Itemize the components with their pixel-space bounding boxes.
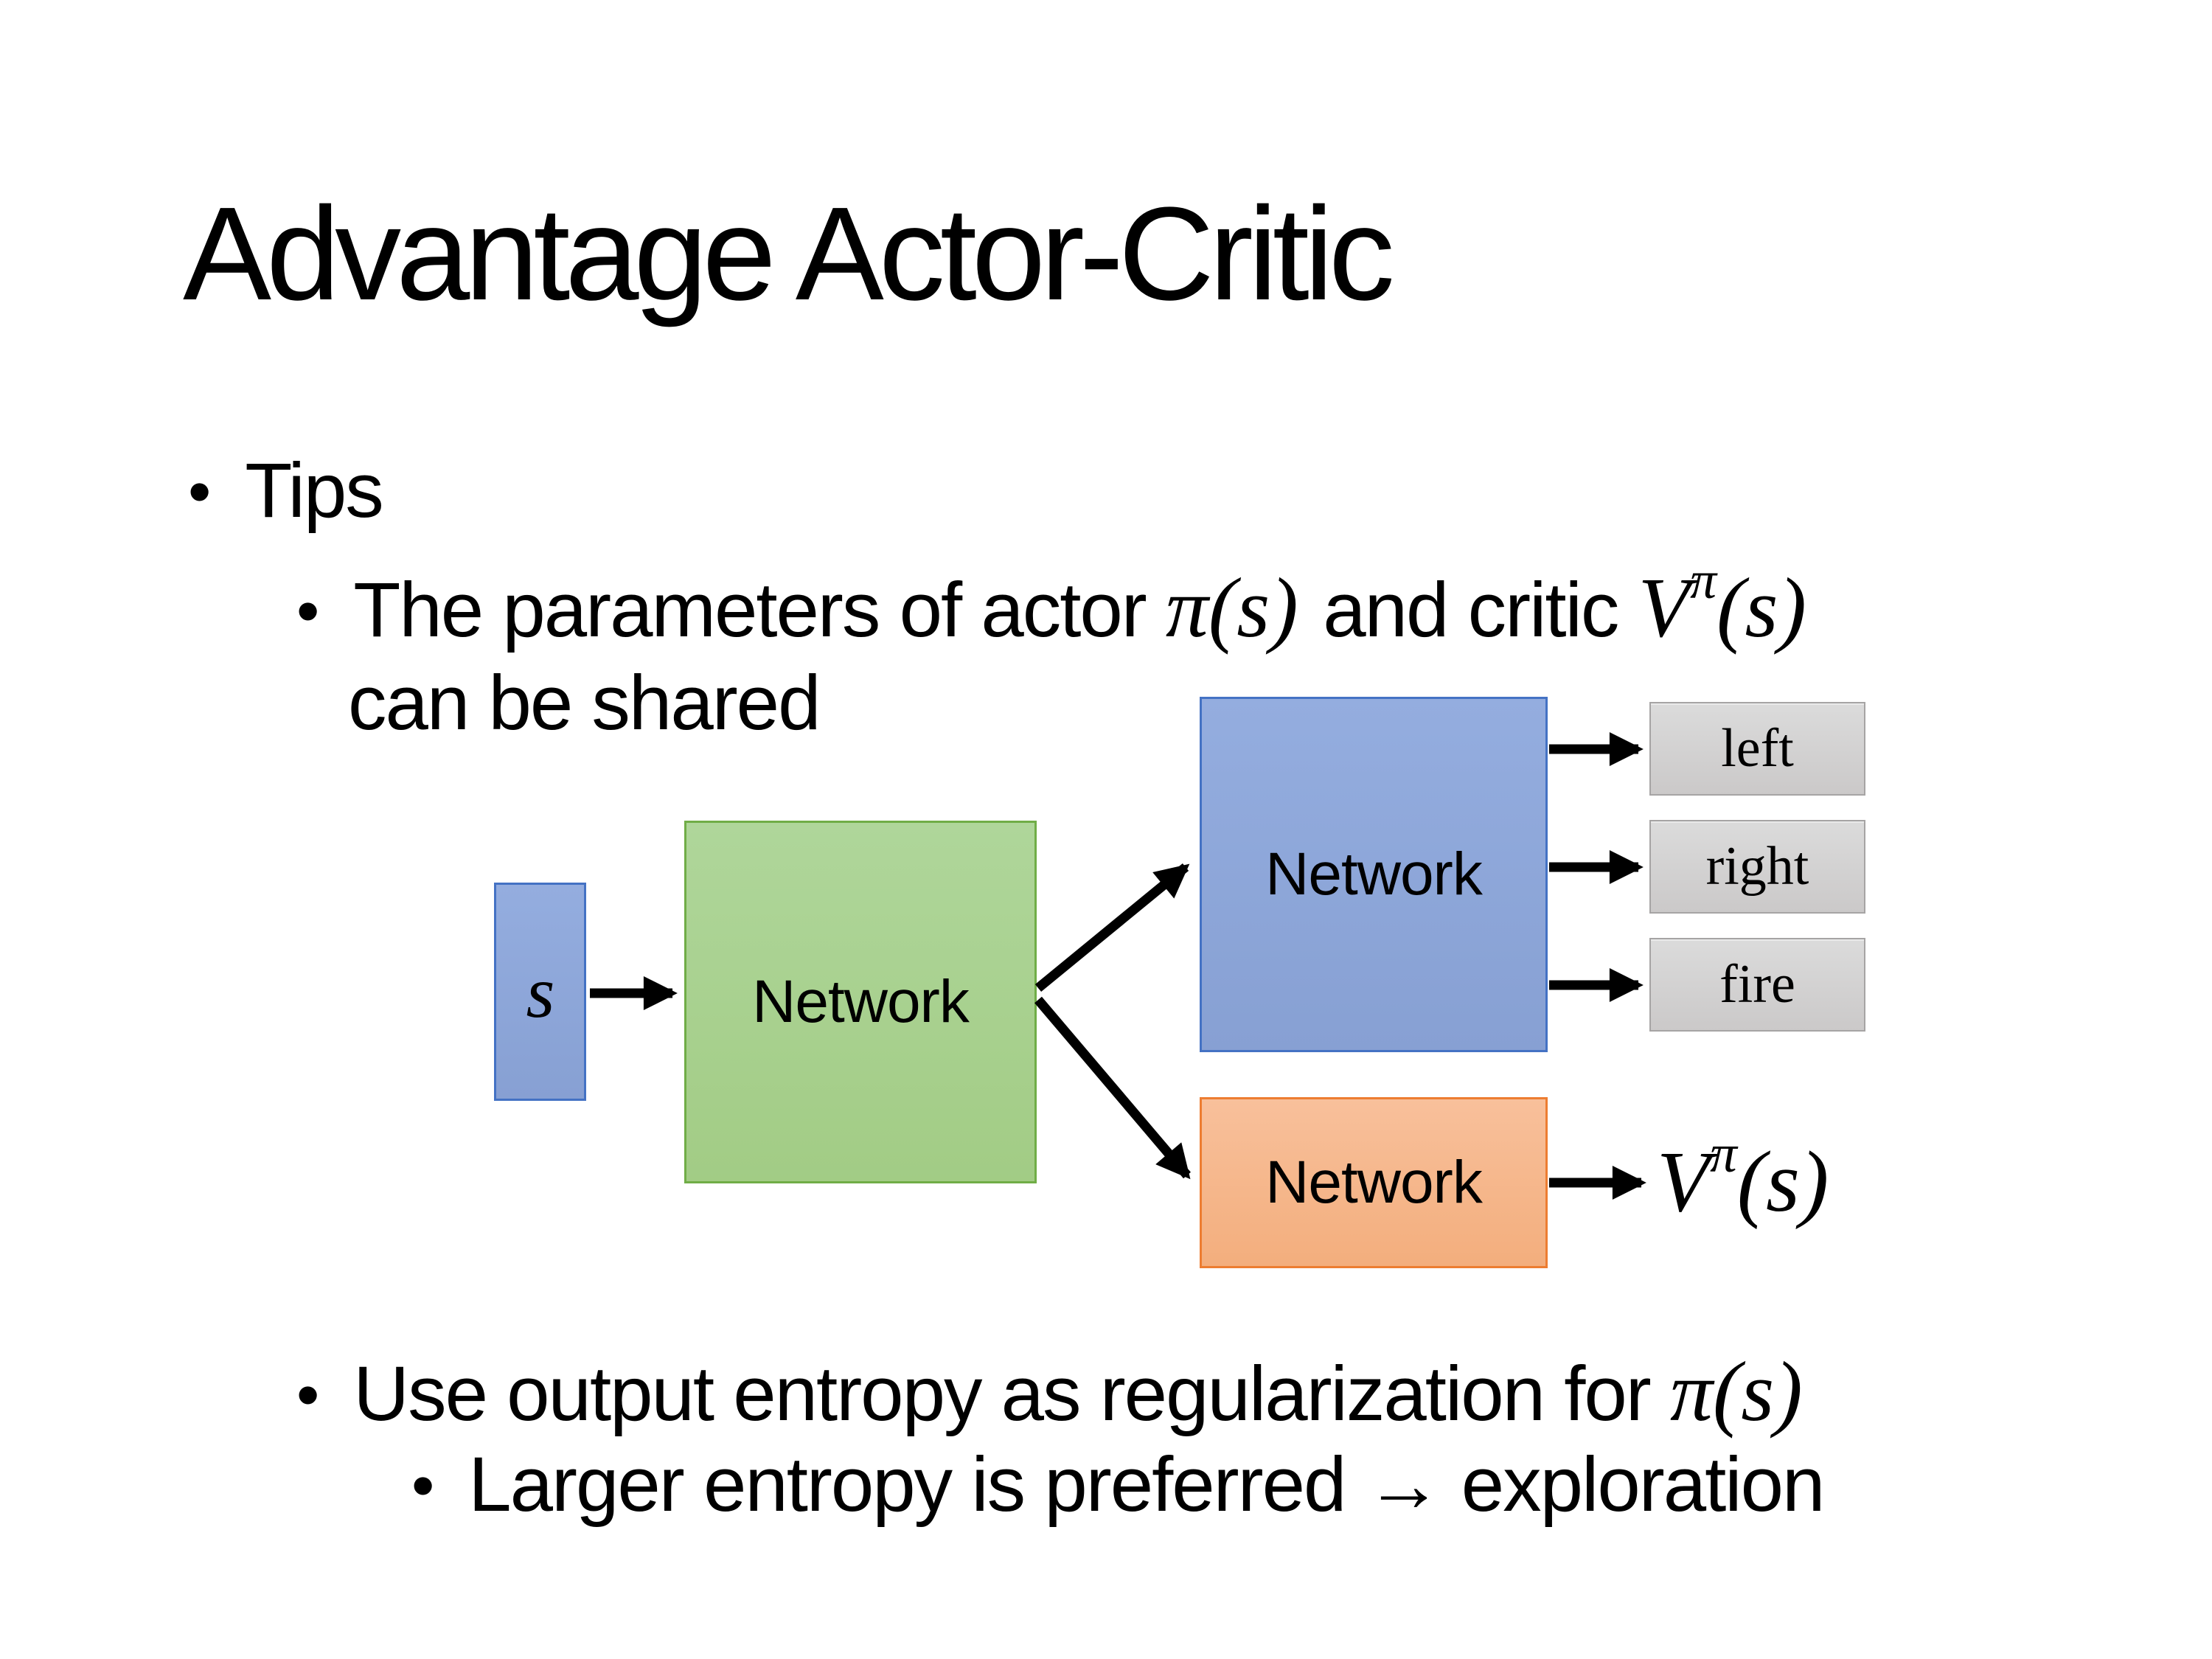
action-left-label: left	[1721, 718, 1794, 779]
action-right-label: right	[1705, 836, 1809, 897]
bullet-icon: •	[296, 1357, 320, 1432]
tips-line: • Tips	[188, 442, 384, 539]
critic-value-math: Vπ(s)	[1638, 554, 1806, 655]
parameters-text-pre: The parameters of actor	[353, 567, 1166, 653]
actor-network-box: Network	[1200, 697, 1548, 1052]
exploration-line: • Larger entropy is preferred → explorat…	[411, 1436, 1825, 1533]
critic-network-box: Network	[1200, 1097, 1548, 1268]
entropy-policy-math: π(s)	[1669, 1344, 1803, 1439]
state-label: s	[526, 950, 555, 1033]
bullet-icon: •	[411, 1448, 435, 1523]
action-fire-box: fire	[1649, 938, 1865, 1032]
parameters-text-line2: can be shared	[348, 660, 821, 746]
page-title: Advantage Actor-Critic	[183, 180, 1395, 328]
shared-network-label: Network	[752, 968, 970, 1035]
parameters-text-mid: and critic	[1323, 567, 1638, 653]
parameters-line-2: can be shared	[348, 655, 821, 751]
action-left-box: left	[1649, 702, 1865, 796]
arrow-shared-to-critic	[1034, 996, 1191, 1180]
value-sup: π	[1710, 1123, 1737, 1183]
exploration-text: Larger entropy is preferred → exploratio…	[468, 1441, 1825, 1528]
bullet-icon: •	[188, 454, 212, 529]
value-args: (s)	[1736, 1133, 1829, 1230]
parameters-text: The parameters of actor π(s) and critic V…	[353, 554, 1806, 661]
action-right-box: right	[1649, 820, 1865, 914]
value-base: V	[1657, 1133, 1711, 1230]
actor-policy-math: π(s)	[1165, 560, 1298, 655]
tips-label: Tips	[245, 448, 383, 534]
value-output-math: Vπ(s)	[1657, 1126, 1829, 1234]
entropy-line: • Use output entropy as regularization f…	[296, 1338, 1803, 1444]
parameters-line: • The parameters of actor π(s) and critic…	[296, 554, 1806, 661]
critic-network-label: Network	[1265, 1149, 1483, 1216]
critic-value-base: V	[1638, 560, 1691, 655]
bullet-icon: •	[296, 574, 320, 648]
arrow-shared-to-actor	[1034, 863, 1190, 992]
actor-network-label: Network	[1265, 841, 1483, 908]
entropy-text-pre: Use output entropy as regularization for	[353, 1351, 1670, 1437]
shared-network-box: Network	[684, 821, 1037, 1183]
entropy-text: Use output entropy as regularization for…	[353, 1338, 1802, 1444]
critic-value-sup: π	[1690, 551, 1717, 610]
critic-value-args: (s)	[1717, 560, 1806, 655]
action-fire-label: fire	[1719, 954, 1795, 1015]
state-input-box: s	[494, 883, 586, 1101]
